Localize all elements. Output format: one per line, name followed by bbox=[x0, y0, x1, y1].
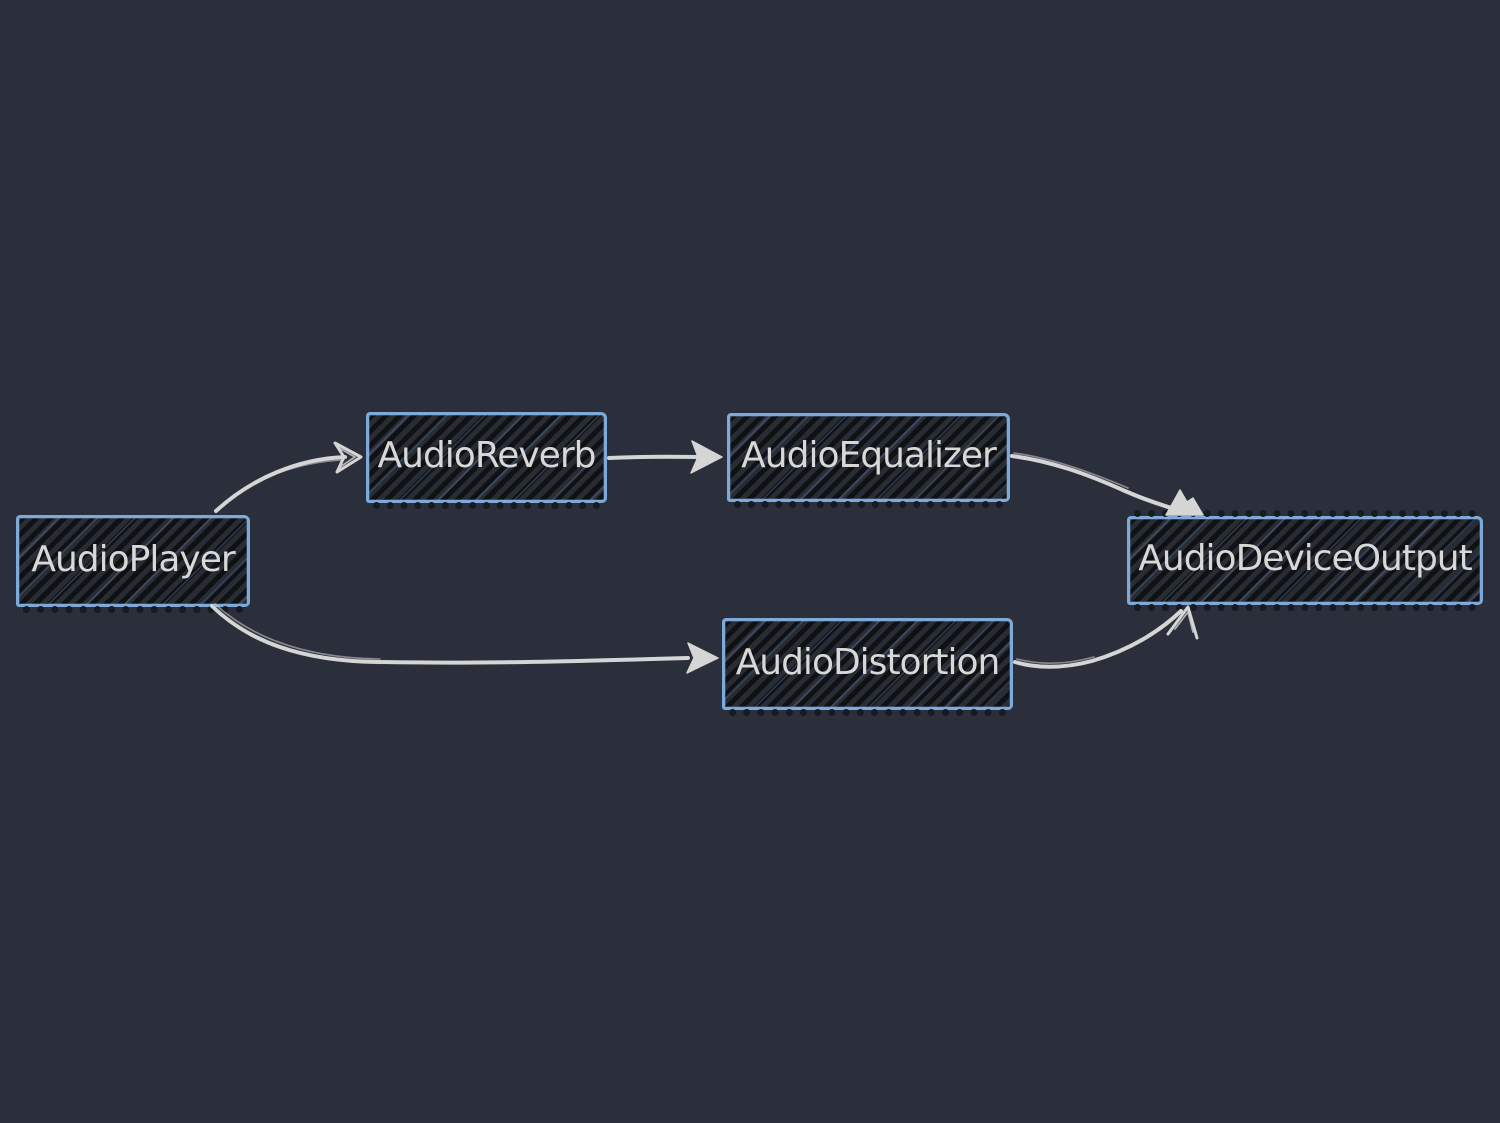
edge-audio-player-to-audio-distortion[interactable] bbox=[210, 603, 719, 674]
node-audio-player[interactable]: AudioPlayer bbox=[16, 515, 250, 613]
node-audio-equalizer[interactable]: AudioEqualizer bbox=[727, 413, 1010, 508]
edge-audio-distortion-to-audio-device-output[interactable] bbox=[1013, 605, 1199, 669]
node-label: AudioReverb bbox=[377, 435, 597, 476]
node-label: AudioDeviceOutput bbox=[1138, 538, 1472, 579]
edge-audio-player-to-audio-reverb[interactable] bbox=[214, 441, 363, 513]
node-audio-reverb[interactable]: AudioReverb bbox=[366, 412, 607, 509]
edge-audio-equalizer-to-audio-device-output[interactable] bbox=[1010, 452, 1204, 516]
edge-audio-reverb-to-audio-equalizer[interactable] bbox=[607, 440, 723, 474]
node-audio-device-output[interactable]: AudioDeviceOutput bbox=[1127, 510, 1483, 611]
node-label: AudioEqualizer bbox=[741, 435, 997, 476]
node-label: AudioPlayer bbox=[31, 538, 235, 580]
node-label: AudioDistortion bbox=[735, 641, 1001, 683]
node-audio-distortion[interactable]: AudioDistortion bbox=[722, 618, 1013, 716]
